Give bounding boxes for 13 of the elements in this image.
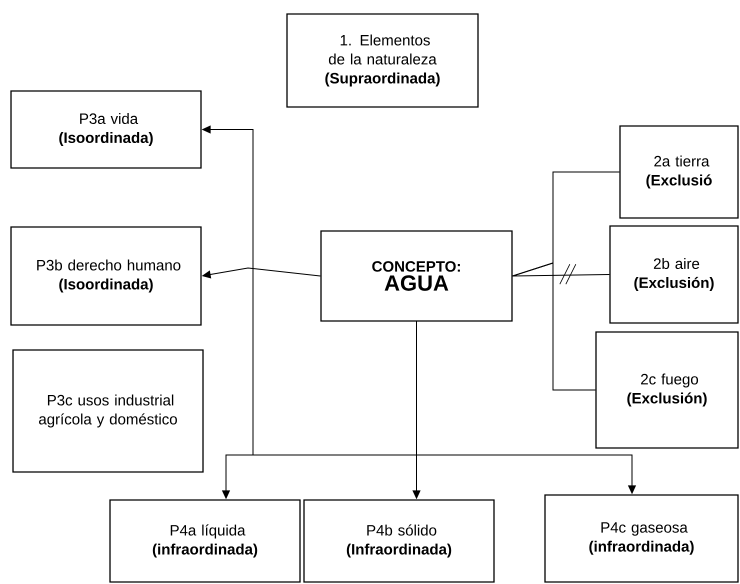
text-box: 1. Elementos de la naturaleza (Supraordinada)	[286, 13, 479, 108]
connector-line	[512, 262, 596, 390]
concept-box: CONCEPTO: AGUA	[320, 230, 513, 322]
text-box: P3a vida (Isoordinada)	[10, 90, 202, 169]
text-box: P3b derecho humano (Isoordinada)	[10, 226, 202, 326]
text-box: P4b sólido (Infraordinada)	[303, 499, 495, 583]
text-box: 2b aire (Exclusión)	[609, 225, 739, 324]
text-box: 2a tierra (Exclusió	[619, 125, 739, 219]
text-box: 2c fuego (Exclusión)	[595, 331, 739, 449]
text-box: P4a líquida (infraordinada)	[109, 499, 301, 583]
text-box: P4c gaseosa (infraordinada)	[544, 494, 739, 583]
text-box: P3c usos industrial agrícola y doméstico	[12, 349, 204, 473]
connector-line	[512, 274, 610, 276]
